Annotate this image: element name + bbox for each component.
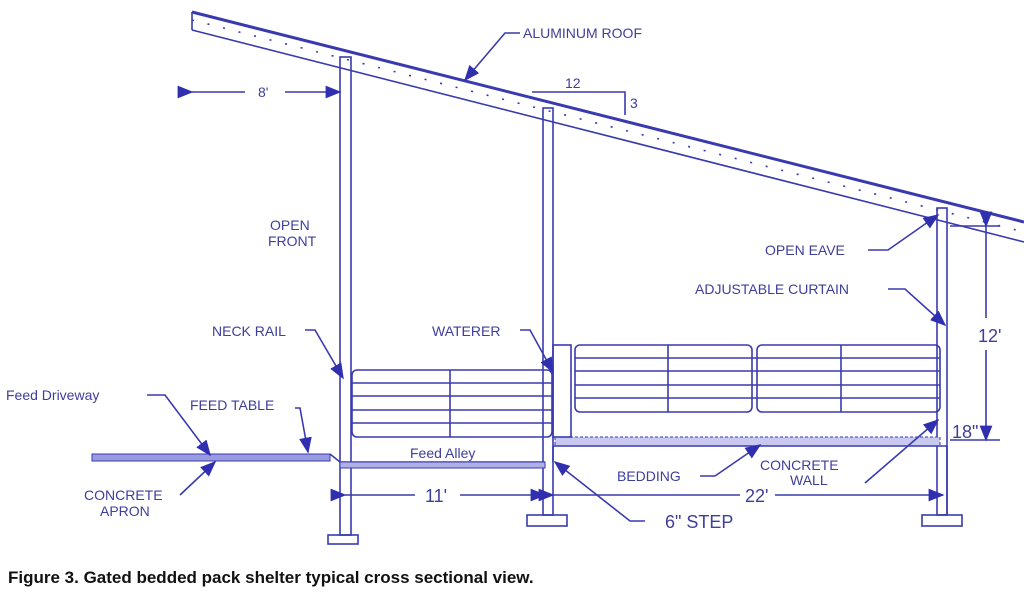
step-label: 6" STEP [665, 512, 733, 532]
feed-table-label: FEED TABLE [190, 397, 274, 413]
feed-driveway-label: Feed Driveway [6, 387, 99, 403]
concrete-wall-label-line2: WALL [790, 472, 828, 488]
gates [351, 344, 941, 438]
height-dimension: 12' [978, 326, 1001, 346]
neck-rail-label: NECK RAIL [212, 323, 286, 339]
roof-slope-rise: 3 [630, 95, 638, 111]
posts [327, 56, 963, 545]
concrete-wall-label-line1: CONCRETE [760, 457, 839, 473]
aluminum-roof-label: ALUMINUM ROOF [523, 25, 642, 41]
overhang-dimension: 8' [258, 84, 268, 100]
concrete-apron-label-line2: APRON [100, 503, 150, 519]
roof [191, 10, 1024, 243]
leaders [147, 32, 947, 522]
dimensions [177, 85, 1000, 502]
bedding-label: BEDDING [617, 468, 681, 484]
alley-width-dimension: 11' [425, 486, 447, 506]
open-eave-label: OPEN EAVE [765, 242, 845, 258]
adjustable-curtain-label: ADJUSTABLE CURTAIN [695, 281, 849, 297]
pack-width-dimension: 22' [745, 486, 768, 506]
wall-height-dimension: 18" [952, 422, 978, 442]
roof-slope-run: 12 [565, 75, 581, 91]
waterer-label: WATERER [432, 323, 500, 339]
figure-caption: Figure 3. Gated bedded pack shelter typi… [8, 568, 534, 587]
shelter-cross-section-diagram: ALUMINUM ROOF 8' 12 3 OPEN FRONT OPEN EA… [6, 10, 1024, 545]
concrete-apron-label-line1: CONCRETE [84, 487, 163, 503]
floors [91, 344, 948, 515]
open-front-label-line1: OPEN [270, 217, 310, 233]
open-front-label-line2: FRONT [268, 233, 317, 249]
feed-alley-label: Feed Alley [410, 445, 475, 461]
